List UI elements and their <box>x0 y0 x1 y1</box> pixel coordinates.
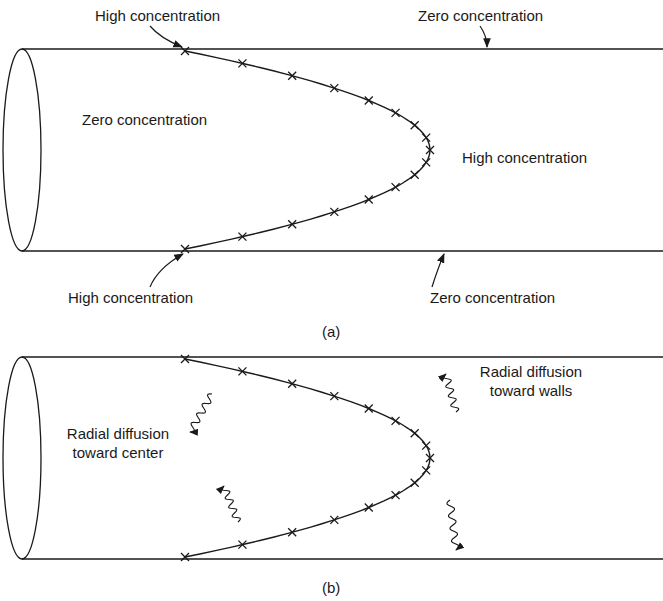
tracer-mark <box>238 367 246 375</box>
diffusion-arrow <box>447 500 459 550</box>
tracer-mark <box>330 84 338 92</box>
velocity-fronts <box>181 47 434 561</box>
annotation-label: Radial diffusion toward walls <box>466 362 596 400</box>
tracer-mark <box>365 504 373 512</box>
tracer-mark <box>288 72 296 80</box>
tracer-mark <box>288 528 296 536</box>
annotation-label: Radial diffusion toward center <box>48 424 188 462</box>
tracer-mark <box>392 491 400 499</box>
diffusion-arrow <box>222 486 241 522</box>
diffusion-arrows <box>190 374 459 550</box>
tracer-mark <box>392 109 400 117</box>
tracer-mark <box>288 380 296 388</box>
tracer-mark <box>238 233 246 241</box>
tracer-mark <box>426 146 434 154</box>
tracer-mark <box>181 553 189 561</box>
tracer-mark <box>330 516 338 524</box>
tracer-mark <box>181 245 189 253</box>
tracer-mark <box>330 392 338 400</box>
panel-label: (b) <box>322 578 340 597</box>
annotation-label: Zero concentration <box>418 6 543 25</box>
velocity-profile <box>185 51 430 249</box>
panel-label: (a) <box>322 322 340 341</box>
tracer-mark <box>181 47 189 55</box>
tracer-mark <box>411 429 419 437</box>
tracer-mark <box>411 121 419 129</box>
tracer-mark <box>238 59 246 67</box>
annotation-label: High concentration <box>462 148 587 167</box>
tracer-mark <box>365 97 373 105</box>
tracer-mark <box>238 541 246 549</box>
annotation-label: Zero concentration <box>430 288 555 307</box>
tracer-mark <box>392 183 400 191</box>
tracer-mark <box>426 454 434 462</box>
annotation-label: High concentration <box>68 288 193 307</box>
annotation-label: Zero concentration <box>82 110 207 129</box>
tracer-mark <box>422 466 430 474</box>
tracer-mark <box>422 158 430 166</box>
tube-a <box>3 49 663 251</box>
tracer-mark <box>392 417 400 425</box>
diffusion-arrow <box>443 374 458 412</box>
tracer-mark <box>422 134 430 142</box>
leader-arrows <box>150 26 487 287</box>
tracer-mark <box>365 405 373 413</box>
tracer-mark <box>365 196 373 204</box>
tracer-mark <box>422 442 430 450</box>
tracer-mark <box>181 355 189 363</box>
diffusion-arrow <box>190 394 212 432</box>
tracer-mark <box>288 220 296 228</box>
velocity-profile <box>185 359 430 557</box>
tube-b <box>3 357 663 559</box>
tracer-mark <box>411 479 419 487</box>
tracer-mark <box>411 171 419 179</box>
annotation-label: High concentration <box>95 6 220 25</box>
tracer-mark <box>330 208 338 216</box>
